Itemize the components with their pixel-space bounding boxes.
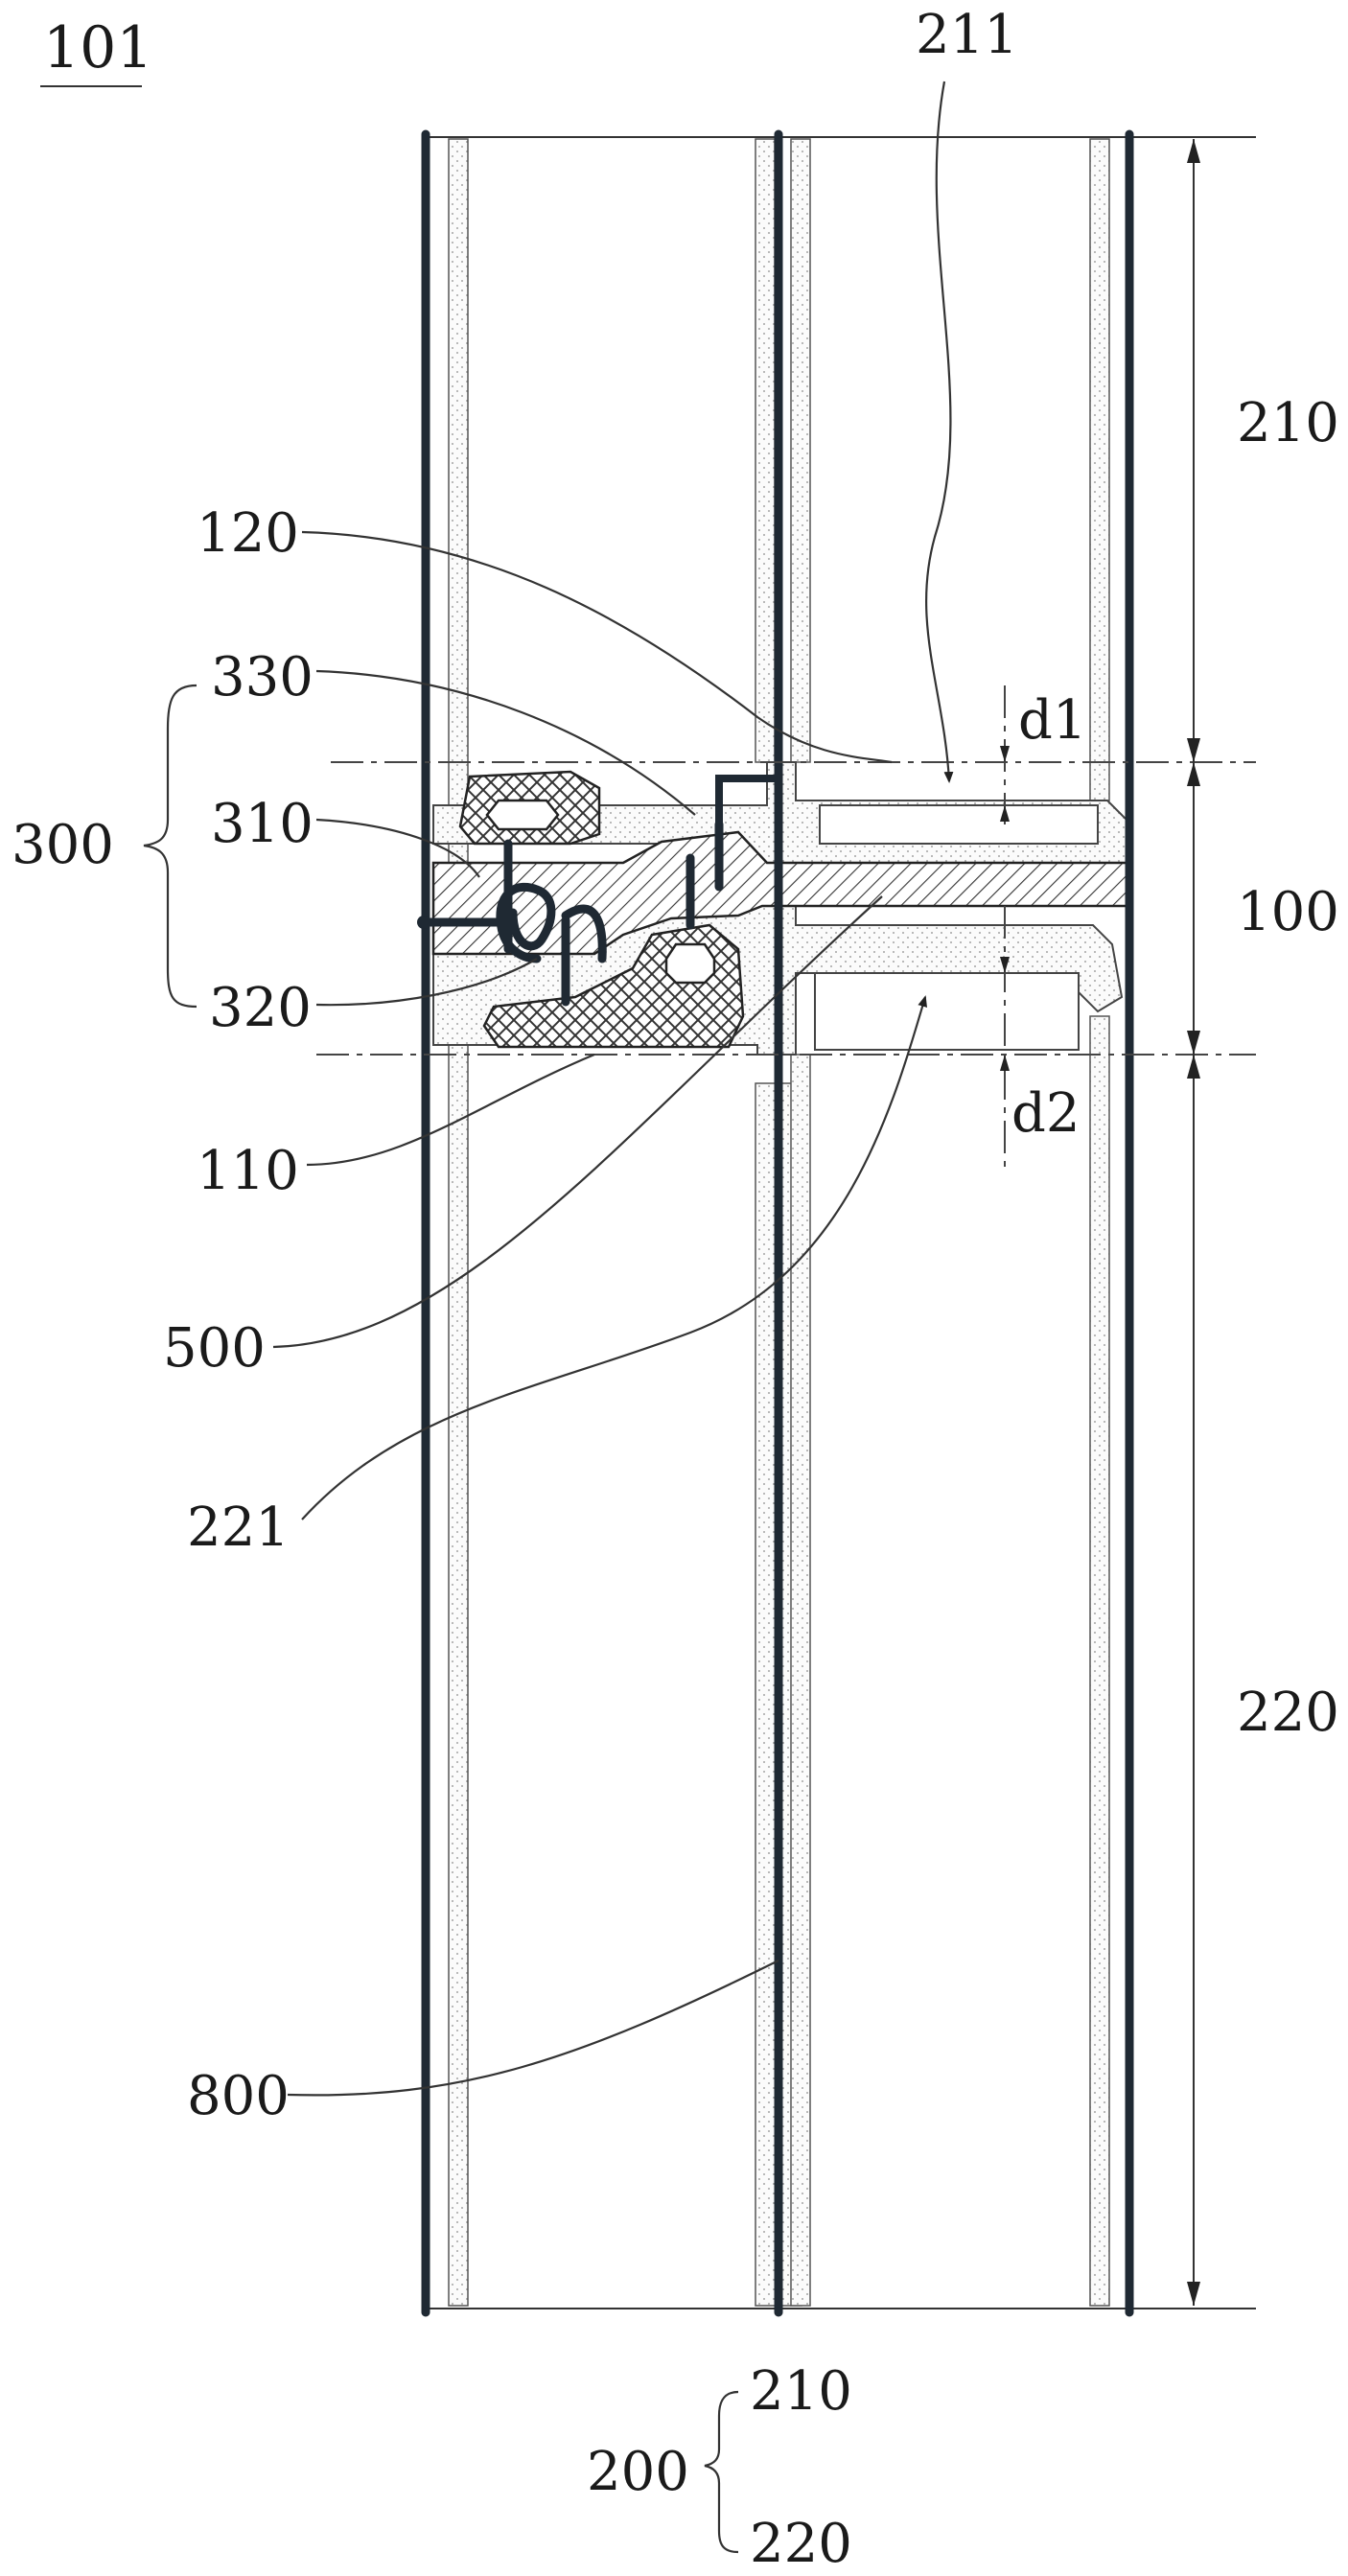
transistor-s-shape xyxy=(503,839,607,963)
d1-arrow-down xyxy=(1000,746,1010,762)
left-terminal-dot xyxy=(417,916,430,929)
right-top-dot-strip xyxy=(1089,138,1110,801)
label-320: 320 xyxy=(209,977,312,1039)
pixel-opening-lower xyxy=(814,972,1080,1051)
dim-arrow-1100-up xyxy=(1187,1031,1200,1055)
lower-via-hole xyxy=(664,942,716,985)
label-210-dimension: 210 xyxy=(1237,392,1339,454)
label-300: 300 xyxy=(12,814,114,876)
leader-330 xyxy=(315,669,696,816)
middle-top-dot-strip xyxy=(755,138,776,763)
d1-arrow-up xyxy=(1000,805,1010,822)
leader-500 xyxy=(272,895,883,1349)
d2-arrow-down xyxy=(1000,957,1010,973)
right-bottom-dot-strip xyxy=(1089,1015,1110,2307)
label-800: 800 xyxy=(187,2065,290,2127)
label-220-dimension: 220 xyxy=(1237,1682,1339,1744)
label-d1: d1 xyxy=(1018,689,1086,752)
label-211: 211 xyxy=(916,4,1018,66)
label-200-part-220: 220 xyxy=(750,2513,852,2575)
label-330: 330 xyxy=(211,646,314,708)
brace-200 xyxy=(704,2390,739,2554)
upper-via-hole xyxy=(485,799,560,831)
middle-right-bottom-dot-strip xyxy=(790,1054,811,2307)
leader-110 xyxy=(306,1053,595,1167)
dim-arrow-795-up xyxy=(1187,738,1200,762)
d2-arrow-up xyxy=(1000,1055,1010,1071)
leader-800 xyxy=(287,1960,779,2097)
label-221: 221 xyxy=(187,1497,290,1559)
label-500: 500 xyxy=(163,1317,266,1380)
label-100-dimension: 100 xyxy=(1237,881,1339,943)
leader-120 xyxy=(301,530,893,764)
dim-arrow-795-down xyxy=(1187,762,1200,786)
leader-221 xyxy=(301,995,927,1520)
pixel-opening-upper xyxy=(819,804,1099,845)
figure-id-label: 101 xyxy=(43,14,153,81)
leader-320 xyxy=(315,958,538,1007)
label-200-part-210: 210 xyxy=(750,2360,852,2423)
brace-300 xyxy=(143,684,198,1009)
leader-211 xyxy=(925,81,954,783)
middle-right-top-dot-strip xyxy=(790,138,811,763)
dim-arrow-top xyxy=(1187,139,1200,163)
dim-arrow-bottom xyxy=(1187,2282,1200,2306)
label-110: 110 xyxy=(197,1140,299,1202)
top-connector xyxy=(715,775,779,826)
left-column-dot-strip xyxy=(448,138,469,2307)
dim-arrow-1100-down xyxy=(1187,1055,1200,1079)
leader-310 xyxy=(315,818,480,878)
label-d2: d2 xyxy=(1011,1082,1080,1145)
label-120: 120 xyxy=(197,502,299,565)
label-200: 200 xyxy=(587,2441,689,2503)
label-310: 310 xyxy=(211,793,314,855)
